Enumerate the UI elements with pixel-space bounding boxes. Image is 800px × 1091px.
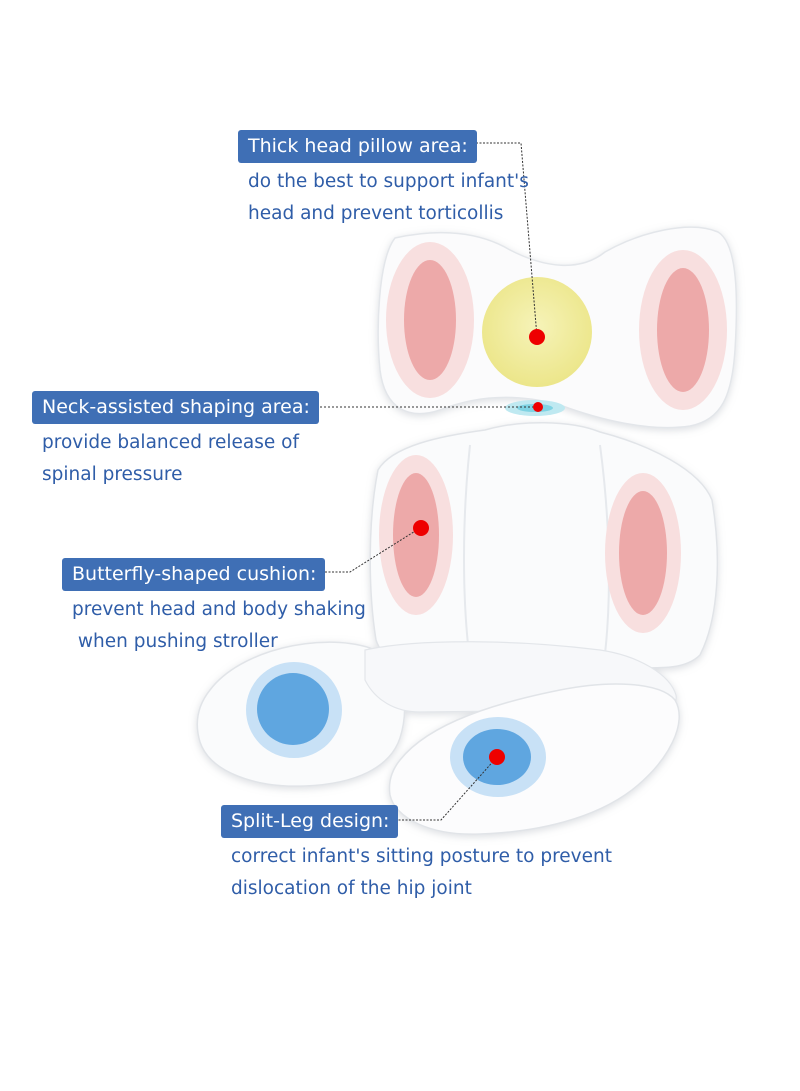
callout-title: Thick head pillow area: bbox=[238, 130, 477, 163]
callout-head-pillow: Thick head pillow area: do the best to s… bbox=[238, 130, 529, 230]
leader-line-head bbox=[455, 142, 538, 338]
marker-neck bbox=[533, 402, 543, 412]
marker-butterfly bbox=[413, 520, 429, 536]
callout-title: Neck-assisted shaping area: bbox=[32, 391, 319, 424]
head-side-pad-left bbox=[386, 242, 474, 398]
callout-neck: Neck-assisted shaping area: provide bala… bbox=[32, 391, 319, 491]
callout-butterfly: Butterfly-shaped cushion: prevent head a… bbox=[62, 558, 366, 658]
callout-desc-line: do the best to support infant's bbox=[248, 171, 529, 192]
head-side-pad-right bbox=[639, 250, 727, 410]
callout-title: Butterfly-shaped cushion: bbox=[62, 558, 326, 591]
torso-side-pad-left bbox=[379, 455, 453, 615]
callout-desc-line: head and prevent torticollis bbox=[248, 203, 504, 224]
leg-pad-left bbox=[246, 662, 342, 758]
callout-desc-line: when pushing stroller bbox=[72, 631, 278, 652]
marker-leg bbox=[489, 749, 505, 765]
callout-desc-line: provide balanced release of bbox=[42, 432, 299, 453]
callout-desc-line: dislocation of the hip joint bbox=[231, 878, 472, 899]
torso-seam bbox=[463, 444, 471, 663]
marker-head bbox=[529, 329, 545, 345]
callout-desc-line: spinal pressure bbox=[42, 464, 183, 485]
leader-line-leg bbox=[395, 756, 498, 821]
callout-desc-line: correct infant's sitting posture to prev… bbox=[231, 846, 612, 867]
callout-split-leg: Split-Leg design: correct infant's sitti… bbox=[221, 805, 612, 905]
callout-title: Split-Leg design: bbox=[221, 805, 399, 838]
torso-side-pad-right bbox=[605, 473, 681, 633]
callout-desc-line: prevent head and body shaking bbox=[72, 599, 366, 620]
